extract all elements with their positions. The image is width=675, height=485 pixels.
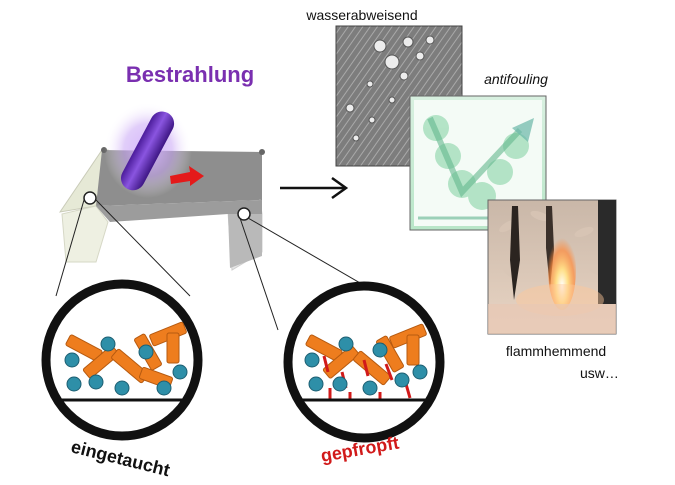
fiber [82, 345, 120, 379]
dark-panel [598, 200, 616, 304]
char-mark [510, 206, 520, 300]
monomer [64, 352, 80, 368]
monomer [308, 376, 324, 392]
grafted-contents [298, 323, 430, 402]
monomer [138, 344, 154, 360]
immersed-contents [56, 321, 188, 402]
monomer [100, 336, 116, 352]
water-droplet [384, 54, 400, 70]
photo-antifouling [409, 95, 547, 231]
fiber [166, 332, 180, 364]
roller-right [237, 207, 251, 221]
process-arrow-icon [280, 176, 349, 200]
irradiation-label: Bestrahlung [126, 62, 254, 87]
bounce-arrowhead-icon [512, 118, 534, 142]
water-droplet [345, 103, 355, 113]
roller-right-top [259, 149, 265, 155]
monomer [332, 376, 348, 392]
flame-retardant-label: flammhemmend [506, 343, 606, 359]
uv-lamp-tube [120, 111, 175, 191]
water-repellent-label: wasserabweisend [305, 7, 417, 23]
roller-left [83, 191, 97, 205]
water-droplet [352, 134, 360, 142]
monomer [66, 376, 82, 392]
photo-flame-retardant [487, 199, 617, 335]
circle-immersed [41, 279, 203, 441]
water-droplet [425, 35, 435, 45]
monomer [412, 364, 428, 380]
monomer [304, 352, 320, 368]
monomer [394, 372, 410, 388]
water-droplet [399, 71, 409, 81]
floor [488, 304, 616, 334]
flame [548, 230, 576, 310]
monomer [362, 380, 378, 396]
water-droplet [368, 116, 376, 124]
sheet-left-hanging [61, 205, 109, 263]
bounce-path [427, 116, 523, 198]
monomer [156, 380, 172, 396]
sheet-right-hanging [228, 210, 262, 268]
monomer [372, 342, 388, 358]
red-arrow-icon [170, 166, 204, 186]
monomer [338, 336, 354, 352]
water-droplet [415, 51, 425, 61]
water-droplet [402, 36, 414, 48]
water-droplet [373, 39, 387, 53]
monomer [172, 364, 188, 380]
etc-label: usw… [580, 365, 619, 381]
water-droplet [366, 80, 374, 88]
fiber [406, 334, 420, 366]
sheet-front-band [96, 200, 262, 222]
circle-grafted [283, 281, 445, 443]
uv-lamp-icon [104, 102, 192, 198]
water-droplet [388, 96, 396, 104]
immersed-label: eingetaucht [69, 436, 172, 480]
monomer [88, 374, 104, 390]
microbe-cell [487, 159, 513, 185]
monomer [114, 380, 130, 396]
antifouling-label: antifouling [484, 71, 548, 87]
fiber [322, 345, 360, 379]
